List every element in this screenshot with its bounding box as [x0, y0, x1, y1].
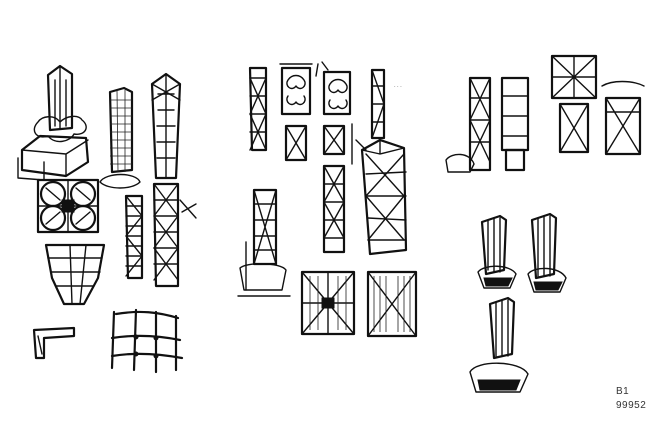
sketch-tall-slim-truss: · · · [370, 68, 402, 140]
sketch-square-plan-left [300, 270, 356, 336]
sketch-tower-on-podium [17, 64, 90, 181]
sketch-braced-bays [284, 123, 367, 165]
sketch-right-elevation-row [445, 54, 645, 173]
sketch-corner-detail [32, 326, 76, 360]
sketch-perspective-tower-b [527, 212, 567, 293]
sketch-perspective-tower [360, 138, 408, 256]
sketch-four-circle-plan [36, 178, 100, 234]
svg-text:· · ·: · · · [394, 84, 402, 90]
sketch-slender-grid-tower [99, 86, 144, 280]
sheet-number: 99952 [616, 400, 647, 411]
sketch-tower-with-base [237, 188, 291, 297]
sheet-code: B1 [616, 386, 630, 397]
sketch-tall-braced-tower [150, 72, 197, 288]
sketch-square-plan-right [366, 270, 418, 338]
sketch-perspective-tower-a [477, 214, 517, 289]
sketch-perspective-tower-c [469, 296, 529, 393]
sketch-ornament-panel-left [279, 63, 313, 116]
sketch-grid-plan [110, 308, 184, 374]
sketch-narrow-truss-tower [248, 66, 268, 152]
sheet-caption: B1 99952 [616, 385, 646, 413]
sketch-ornament-panel-right [315, 61, 352, 116]
sketch-funnel-form [44, 243, 106, 306]
sketch-mid-truss-column [322, 164, 346, 254]
